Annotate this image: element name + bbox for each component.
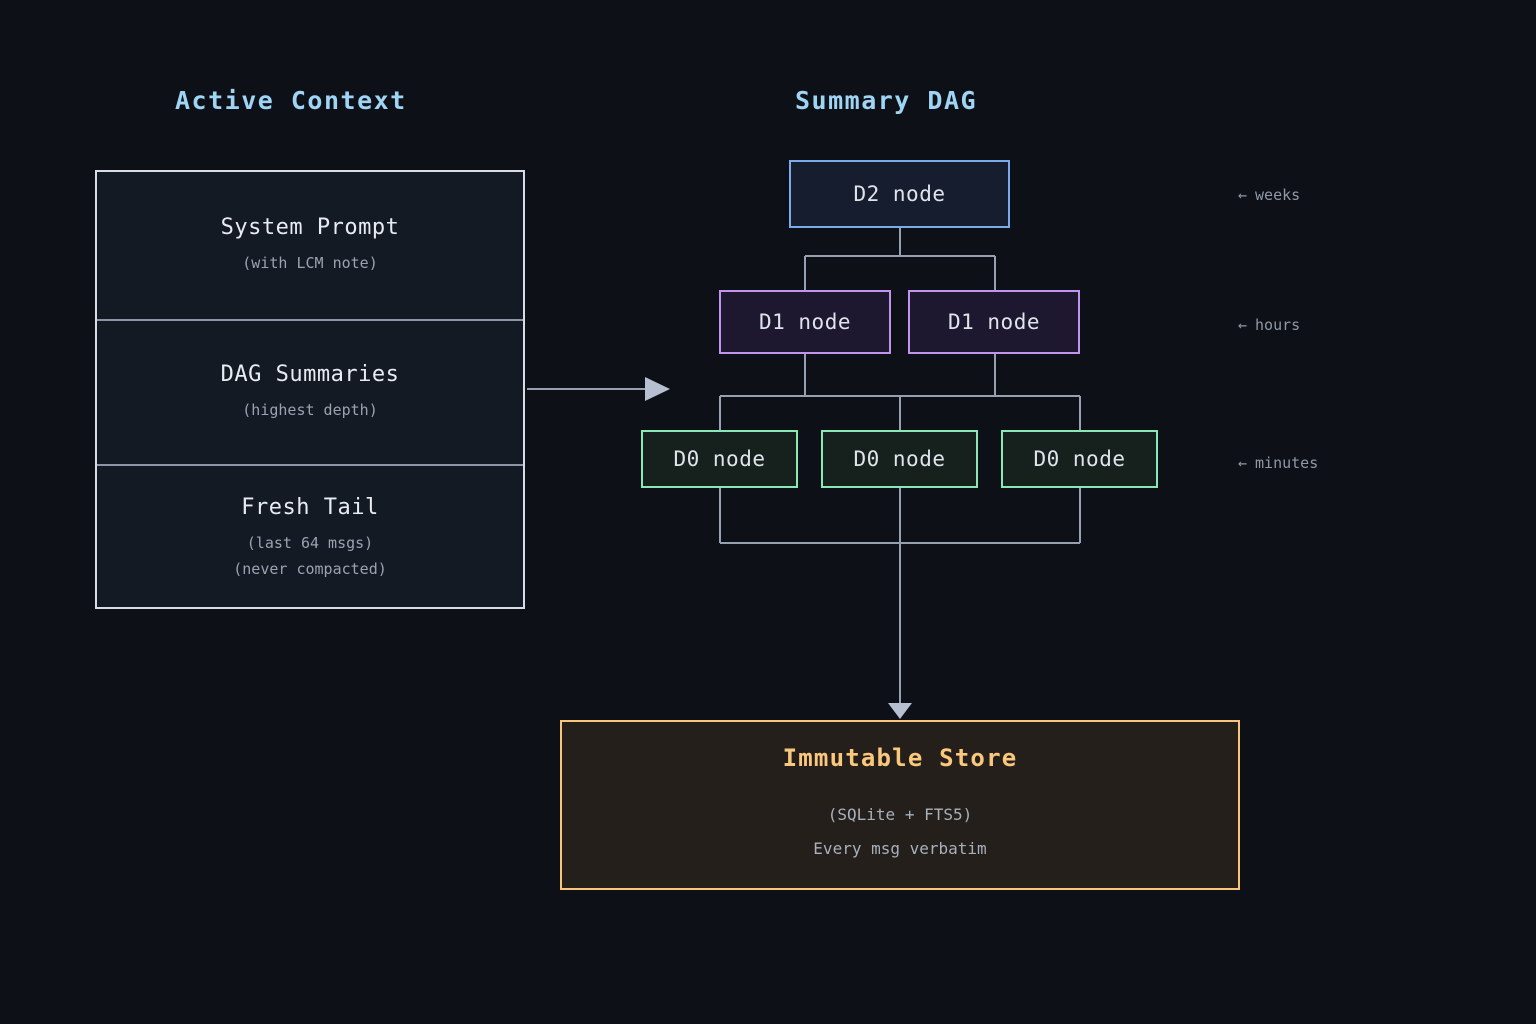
active-context-panel: System Prompt (with LCM note) DAG Summar… [95,170,525,609]
section-heading: System Prompt [220,214,400,240]
immutable-store-title: Immutable Store [782,743,1018,772]
scale-label-minutes: ← minutes [1238,454,1318,472]
section-fresh-tail: Fresh Tail (last 64 msgs) (never compact… [97,464,523,611]
scale-label-text: minutes [1255,454,1319,472]
page-title-active-context: Active Context [175,86,407,115]
dag-node-d0-mid[interactable]: D0 node [821,430,978,488]
scale-label-text: weeks [1255,186,1301,204]
dag-node-d0-right[interactable]: D0 node [1001,430,1158,488]
page-title-summary-dag: Summary DAG [795,86,978,115]
dag-node-d1-left[interactable]: D1 node [719,290,891,354]
immutable-store-subtext-policy: Every msg verbatim [813,839,987,858]
section-subtext: (last 64 msgs) [246,533,374,552]
arrow-left-icon: ← [1238,454,1248,472]
scale-label-text: hours [1255,316,1301,334]
section-subtext: (with LCM note) [242,253,378,272]
section-heading: Fresh Tail [241,494,379,520]
section-subtext: (never compacted) [233,560,387,578]
section-dag-summaries: DAG Summaries (highest depth) [97,319,523,464]
section-heading: DAG Summaries [220,361,400,387]
scale-label-hours: ← hours [1238,316,1300,334]
arrowhead-down [888,703,912,719]
immutable-store-subtext-engine: (SQLite + FTS5) [827,804,973,824]
arrow-left-icon: ← [1238,316,1248,334]
arrowhead-right [645,377,670,401]
section-system-prompt: System Prompt (with LCM note) [97,172,523,319]
dag-node-d2[interactable]: D2 node [789,160,1010,228]
dag-node-d0-left[interactable]: D0 node [641,430,798,488]
section-subtext: (highest depth) [242,400,378,419]
arrow-left-icon: ← [1238,186,1248,204]
dag-node-d1-right[interactable]: D1 node [908,290,1080,354]
immutable-store-panel[interactable]: Immutable Store (SQLite + FTS5) Every ms… [560,720,1240,890]
scale-label-weeks: ← weeks [1238,186,1300,204]
